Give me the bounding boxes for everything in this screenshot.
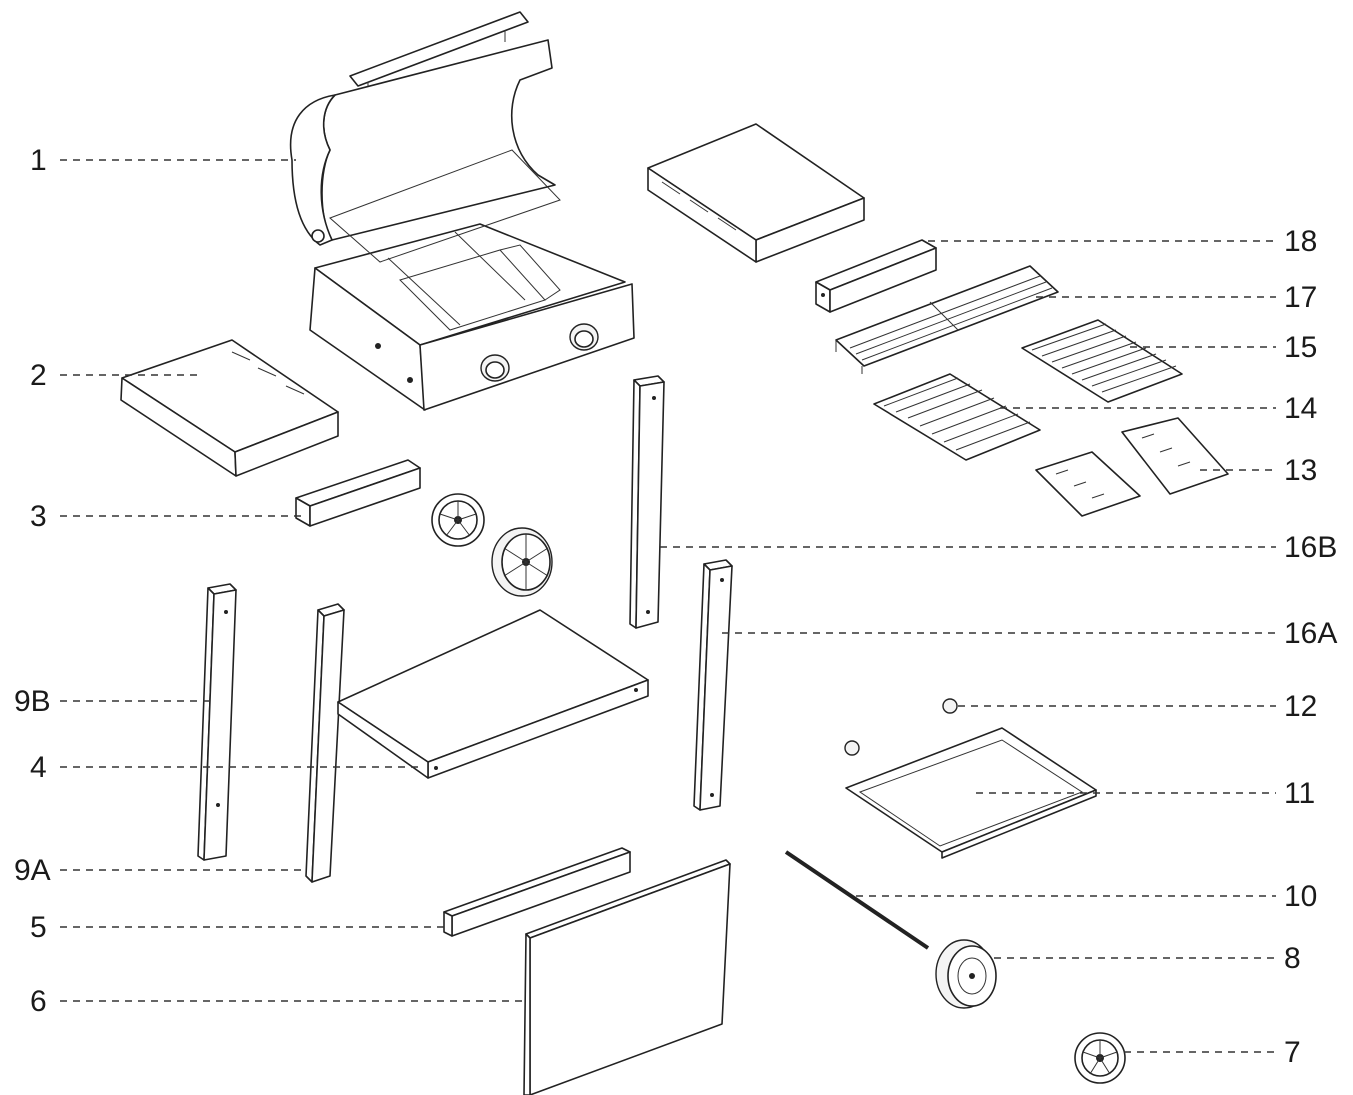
part-leg-16A (693, 559, 733, 811)
part-lower-shelf (337, 609, 649, 779)
part-leg-16B (629, 375, 665, 629)
wheel-illustration (491, 527, 553, 597)
part-flame-tamer-1 (1035, 451, 1141, 517)
callout-label-7: 7 (1284, 1036, 1301, 1069)
callout-label-17: 17 (1284, 281, 1317, 314)
callout-label-1: 1 (30, 144, 47, 177)
part-front-rail (443, 847, 631, 937)
part-left-side-shelf (120, 339, 339, 477)
part-caster-cap (844, 698, 958, 756)
part-axle (784, 850, 930, 950)
callout-label-15: 15 (1284, 331, 1317, 364)
callout-label-11: 11 (1284, 777, 1315, 810)
part-cooking-grate-left (873, 373, 1041, 461)
callout-label-9A: 9A (14, 854, 51, 887)
callout-label-16A: 16A (1284, 617, 1337, 650)
callout-label-16B: 16B (1284, 531, 1337, 564)
callout-label-4: 4 (30, 751, 47, 784)
leader-lines (60, 159, 1276, 1053)
part-right-side-shelf (647, 123, 865, 263)
part-left-shelf-bracket (295, 459, 421, 527)
callout-label-14: 14 (1284, 392, 1317, 425)
part-right-shelf-bracket (815, 239, 937, 313)
callout-label-5: 5 (30, 911, 47, 944)
callout-label-6: 6 (30, 985, 47, 1018)
part-leg-9B (197, 583, 237, 861)
callout-labels: 1 2 3 9B 4 9A 5 6 18 17 15 14 13 16B 16A… (14, 144, 1337, 1069)
part-wheel (935, 939, 997, 1009)
callout-label-8: 8 (1284, 942, 1301, 975)
callout-label-18: 18 (1284, 225, 1317, 258)
part-cooking-grate-right (1021, 319, 1183, 403)
part-grill-head (289, 11, 635, 411)
callout-label-2: 2 (30, 359, 47, 392)
part-leg-9A (305, 603, 345, 883)
callout-label-3: 3 (30, 500, 47, 533)
callout-label-12: 12 (1284, 690, 1317, 723)
callout-label-10: 10 (1284, 880, 1317, 913)
callout-label-13: 13 (1284, 454, 1317, 487)
part-hubcap (1074, 1032, 1126, 1084)
wheel-hubcap-illustration (431, 493, 485, 547)
part-front-panel (523, 859, 731, 1095)
callout-label-9B: 9B (14, 685, 51, 718)
part-warming-rack (835, 265, 1059, 374)
part-grease-tray (845, 727, 1097, 859)
part-flame-tamer-2 (1121, 417, 1229, 495)
